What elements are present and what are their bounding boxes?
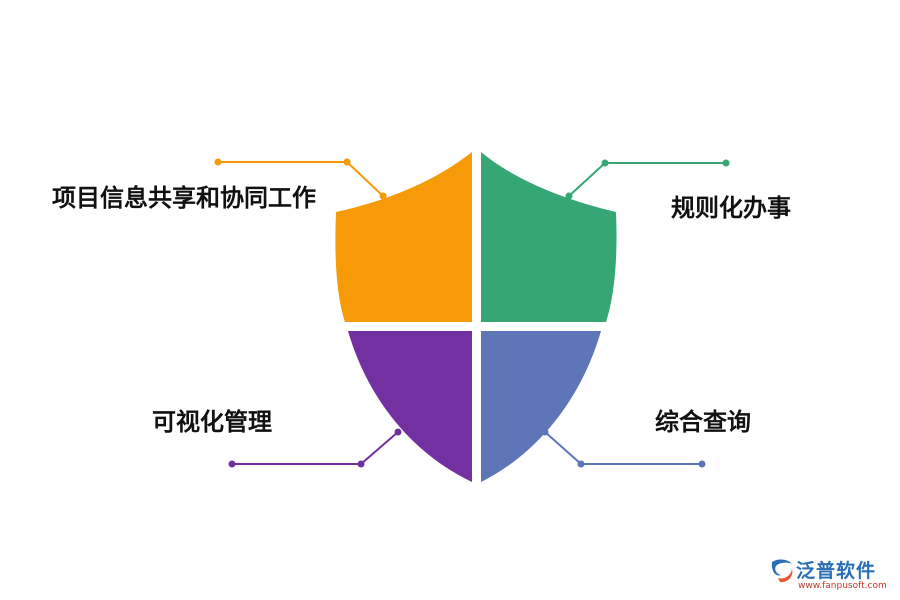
brand-url: www.fanpusoft.com <box>798 581 887 591</box>
label-top-right: 规则化办事 <box>671 194 791 222</box>
shield-quadrant-bottom-left <box>348 331 472 482</box>
brand-mark-icon <box>771 559 793 583</box>
shield-quadrant-bottom-right <box>481 331 601 482</box>
connector-bottom-right <box>541 428 706 468</box>
connector-top-right <box>565 159 730 200</box>
connector-bottom-left <box>228 428 402 468</box>
brand-logo: 泛普软件 www.fanpusoft.com <box>768 556 894 596</box>
shield-quadrant-top-right <box>481 152 617 322</box>
brand-name: 泛普软件 <box>796 560 877 582</box>
label-bottom-left: 可视化管理 <box>152 408 272 436</box>
label-top-left: 项目信息共享和协同工作 <box>52 184 316 212</box>
shield-quadrant-top-left <box>335 152 472 322</box>
connector-top-left <box>214 158 387 200</box>
label-bottom-right: 综合查询 <box>655 408 751 436</box>
